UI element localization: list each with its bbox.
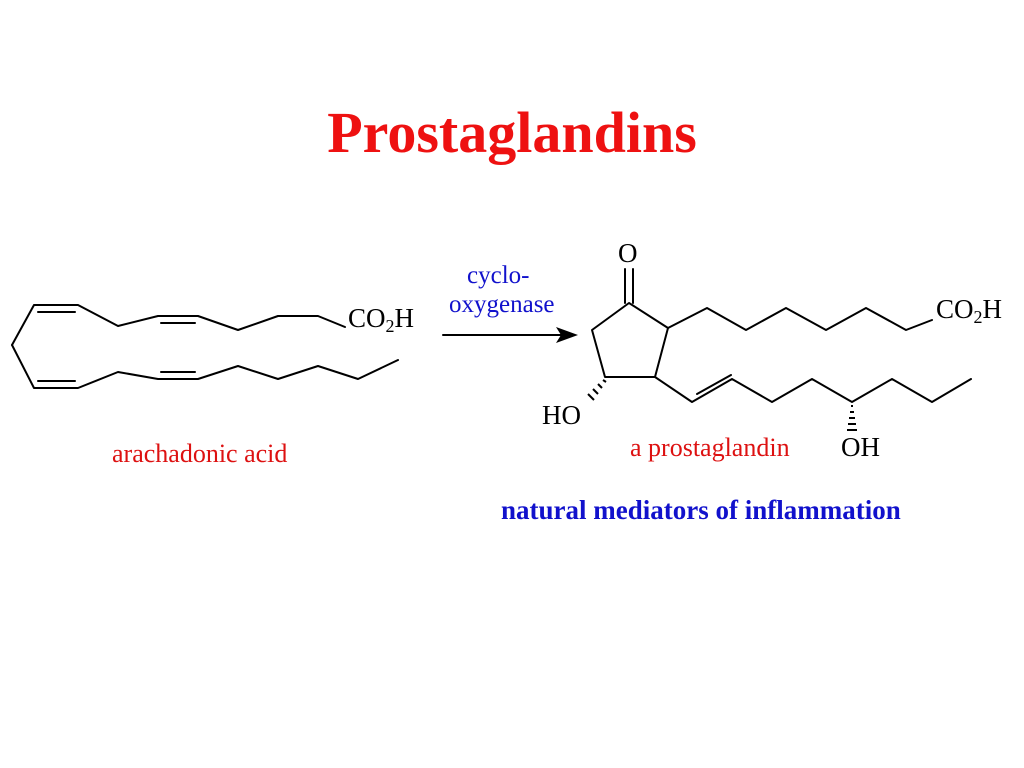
ring-hydroxyl-label: HO bbox=[542, 400, 581, 430]
tagline: natural mediators of inflammation bbox=[501, 495, 901, 525]
prostaglandin-upper-chain bbox=[667, 307, 933, 331]
chain-hydroxyl-label: OH bbox=[841, 432, 880, 462]
reagent-line-1: cyclo- bbox=[467, 262, 530, 289]
arachidonic-lower-chain bbox=[11, 344, 399, 389]
reactant-caption: arachadonic acid bbox=[112, 439, 288, 468]
arachidonic-acid-group: CO2H bbox=[348, 303, 415, 336]
hashed-wedge-ring-ho bbox=[587, 379, 607, 401]
arachidonic-upper-chain bbox=[11, 304, 346, 346]
slide-title: Prostaglandins bbox=[327, 100, 697, 165]
ketone-oxygen-label: O bbox=[618, 238, 638, 268]
prostaglandin-double-bond bbox=[696, 374, 732, 395]
reaction-arrowhead bbox=[556, 327, 578, 343]
prostaglandin-ring bbox=[591, 302, 669, 378]
product-caption: a prostaglandin bbox=[630, 433, 790, 462]
hashed-wedge-chain-oh bbox=[847, 405, 857, 431]
prostaglandin-acid-group: CO2H bbox=[936, 294, 1003, 327]
reagent-line-2: oxygenase bbox=[449, 291, 555, 318]
prostaglandin-lower-chain bbox=[654, 376, 972, 403]
